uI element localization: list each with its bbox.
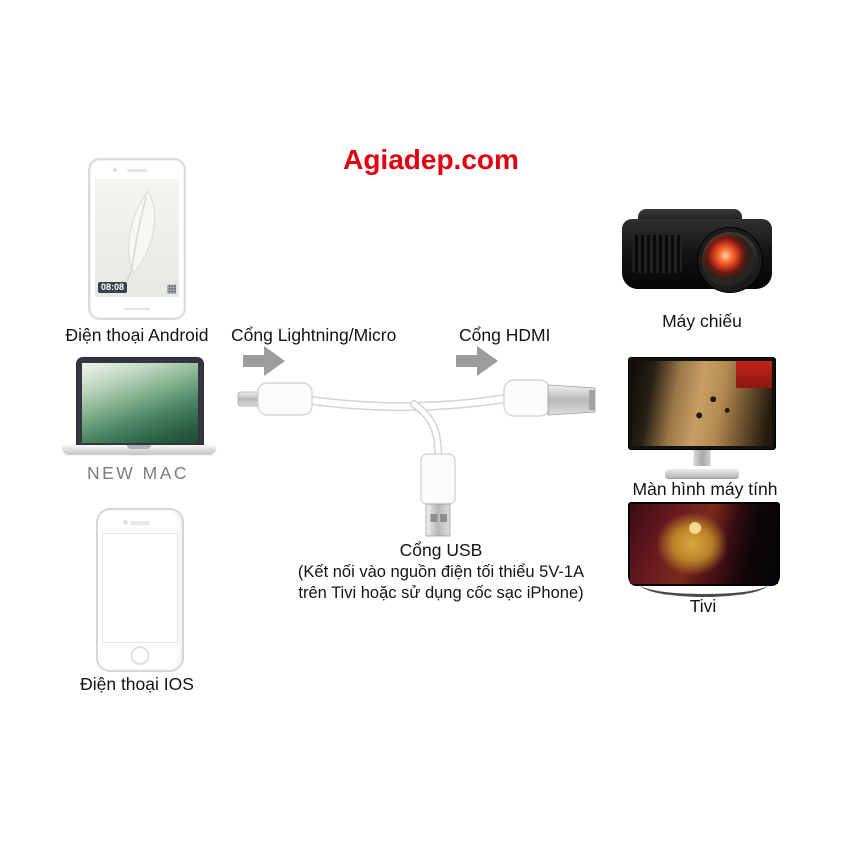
feather-wallpaper-icon (126, 190, 156, 282)
lightning-connector (237, 382, 313, 416)
monitor-label: Màn hình máy tính (632, 479, 778, 499)
tv-screen (628, 502, 780, 586)
monitor-screen (628, 357, 776, 450)
projector-label: Máy chiếu (662, 311, 742, 331)
iphone-home-button (130, 646, 150, 665)
projector-illustration (622, 209, 772, 292)
monitor-stand-neck (693, 450, 711, 466)
arrow-right-lightning-icon (243, 346, 285, 376)
usb-note-line1: (Kết nối vào nguồn điện tối thiểu 5V-1A (297, 563, 585, 581)
macbook-wallpaper (82, 363, 198, 443)
tv-label: Tivi (689, 596, 717, 616)
monitor-red-corner (736, 361, 772, 388)
android-phone-label: Điện thoại Android (65, 325, 209, 345)
hdmi-port-label: Cổng HDMI (459, 325, 551, 345)
monitor-wallpaper (632, 361, 772, 446)
usb-connector (420, 453, 456, 537)
tv-picture (630, 504, 778, 584)
macbook-illustration (62, 357, 216, 457)
projector-lens (702, 232, 758, 288)
android-phone-screen: 08:08 ▦ (95, 179, 179, 297)
iphone-screen (102, 533, 178, 643)
tv-stand (640, 584, 768, 597)
monitor-illustration (628, 357, 776, 478)
usb-note-line2: trên Tivi hoặc sử dụng cốc sạc iPhone) (298, 584, 584, 602)
phone-front-camera-dot (113, 168, 117, 172)
hdmi-connector (503, 379, 596, 417)
iphone-front-camera-dot (123, 520, 128, 525)
arrow-right-hdmi-icon (456, 346, 498, 376)
iphone-illustration (96, 508, 184, 672)
monitor-stand-base (665, 469, 739, 478)
iphone-label: Điện thoại IOS (80, 674, 194, 694)
tv-illustration (628, 502, 780, 598)
usb-port-label: Cổng USB (399, 540, 483, 560)
app-grid-icon: ▦ (166, 283, 177, 295)
iphone-earpiece (130, 521, 150, 525)
macbook-notch (127, 445, 151, 449)
projector-vents (632, 235, 682, 273)
android-phone-illustration: 08:08 ▦ (88, 158, 186, 320)
main-cable (303, 393, 513, 412)
usb-note: (Kết nối vào nguồn điện tối thiểu 5V-1A … (245, 562, 637, 604)
lightning-port-label: Cổng Lightning/Micro (231, 325, 397, 345)
phone-clock: 08:08 (98, 282, 128, 293)
macbook-label: NEW MAC (86, 463, 190, 483)
phone-chin-mark (124, 308, 150, 310)
hdmi-cable-illustration (237, 379, 596, 537)
projector-body (622, 219, 772, 289)
usb-tail-cable (410, 400, 443, 462)
macbook-screen (76, 357, 204, 447)
phone-earpiece (127, 169, 147, 172)
macbook-base (62, 445, 216, 454)
site-title: Agiadep.com (343, 144, 519, 175)
